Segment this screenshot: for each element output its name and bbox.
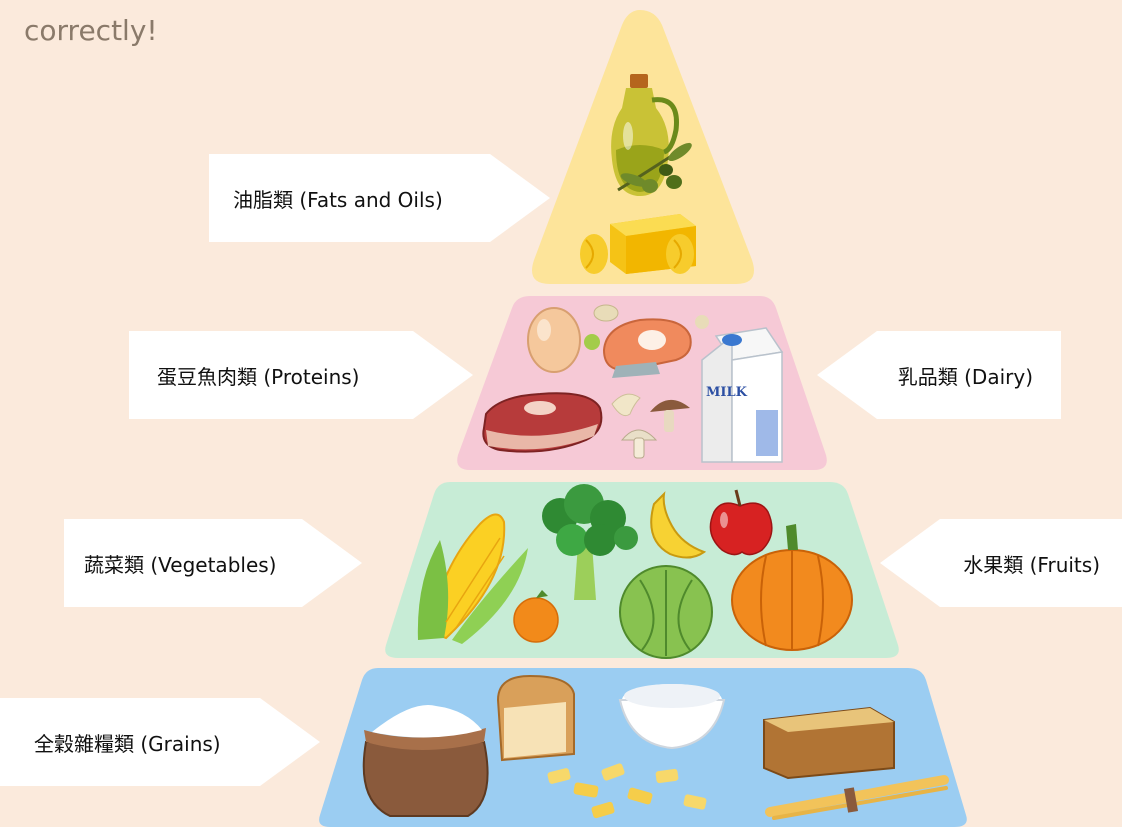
broccoli-icon (542, 484, 638, 600)
olive-branch-icon (617, 142, 692, 193)
egg-icon (527, 307, 581, 373)
rice-bowl-icon (618, 684, 726, 750)
butter-icon (580, 214, 696, 274)
loaf-icon (763, 706, 895, 780)
flour-sack-icon (362, 705, 489, 817)
spaghetti-icon (765, 775, 949, 820)
cabbage-icon (619, 565, 713, 659)
label-vegetables: 蔬菜類 (Vegetables) (64, 519, 362, 607)
milk-label: MILK (706, 385, 748, 400)
label-fruits: 水果類 (Fruits) (880, 519, 1122, 607)
pasta-icon (547, 763, 707, 819)
cashew-icon (611, 393, 641, 417)
bread-icon (496, 674, 575, 762)
pumpkin-icon (731, 524, 853, 651)
orange-icon (513, 590, 559, 643)
label-fats-text: 油脂類 (Fats and Oils) (233, 187, 443, 212)
label-dairy: 乳品類 (Dairy) (817, 331, 1061, 419)
corn-icon (417, 513, 528, 644)
label-grains-text: 全穀雜糧類 (Grains) (34, 731, 221, 756)
label-vegetables-text: 蔬菜類 (Vegetables) (84, 552, 277, 577)
label-grains: 全穀雜糧類 (Grains) (0, 698, 320, 786)
label-proteins-text: 蛋豆魚肉類 (Proteins) (157, 364, 360, 389)
header-text: correctly! (24, 14, 158, 47)
steak-icon (482, 392, 603, 453)
beans-icon (584, 304, 709, 350)
salmon-steak-icon (602, 318, 692, 378)
label-fats: 油脂類 (Fats and Oils) (209, 154, 550, 242)
apple-icon (709, 489, 773, 556)
milk-carton-icon: MILK (701, 327, 784, 463)
mushroom-icon (620, 399, 690, 459)
label-dairy-text: 乳品類 (Dairy) (897, 364, 1033, 389)
label-proteins: 蛋豆魚肉類 (Proteins) (129, 331, 473, 419)
label-fruits-text: 水果類 (Fruits) (963, 552, 1100, 577)
banana-icon (650, 491, 707, 559)
